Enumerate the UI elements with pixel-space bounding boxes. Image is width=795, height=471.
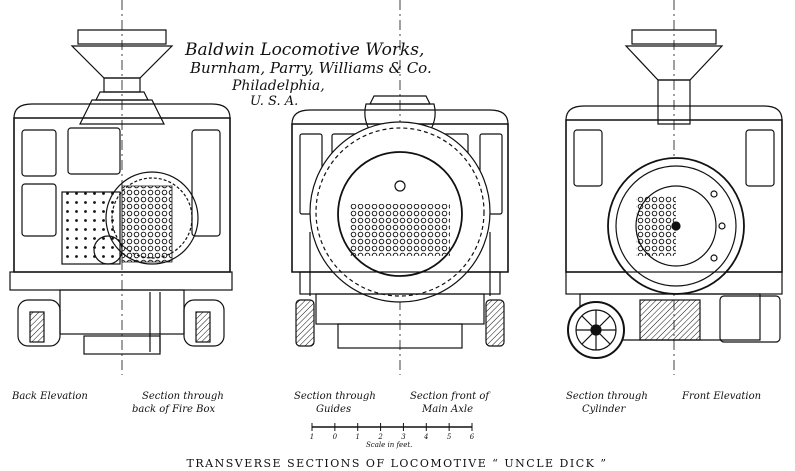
center-locomotive-drawing [291,0,509,375]
maker-line-1: Baldwin Locomotive Works, [184,40,424,60]
scale-tick-label: 0 [333,433,338,441]
scale-tick-label: 2 [377,433,383,441]
maker-inscription: Baldwin Locomotive Works, Burnham, Parry… [184,40,432,109]
left-locomotive-drawing [9,0,233,375]
label-fire-box-line-1: Section through [142,391,224,402]
scale-tick-label: 1 [355,433,359,441]
drawing-title: TRANSVERSE SECTIONS OF LOCOMOTIVE “ UNCL… [187,457,608,470]
label-main-axle-line-1: Section front of [410,391,491,402]
label-guides-line-2: Guides [316,404,351,415]
maker-line-2: Burnham, Parry, Williams & Co. [189,59,432,77]
label-front-elevation: Front Elevation [681,391,761,402]
label-guides-line-1: Section through [294,391,376,402]
label-fire-box-line-2: back of Fire Box [132,404,215,415]
scale-tick-label: 6 [470,433,475,441]
view-labels: Back Elevation Section through back of F… [11,391,761,415]
scale-tick-label: 4 [423,433,428,441]
scale-bar: 1 0 1 2 3 4 5 6 Scale in feet. [310,423,475,449]
scale-label: Scale in feet. [366,441,412,449]
label-cylinder-line-2: Cylinder [582,404,626,415]
scale-ticks: 1 0 1 2 3 4 5 6 [310,423,475,441]
label-cylinder-line-1: Section through [566,391,648,402]
scale-tick-label: 1 [310,433,314,441]
scale-tick-label: 3 [401,433,406,441]
label-main-axle-line-2: Main Axle [421,404,473,415]
maker-line-3: Philadelphia, [231,78,325,94]
scale-tick-label: 5 [447,433,452,441]
label-back-elevation: Back Elevation [11,391,88,402]
right-locomotive-drawing [565,0,783,375]
maker-line-4: U. S. A. [250,94,298,109]
